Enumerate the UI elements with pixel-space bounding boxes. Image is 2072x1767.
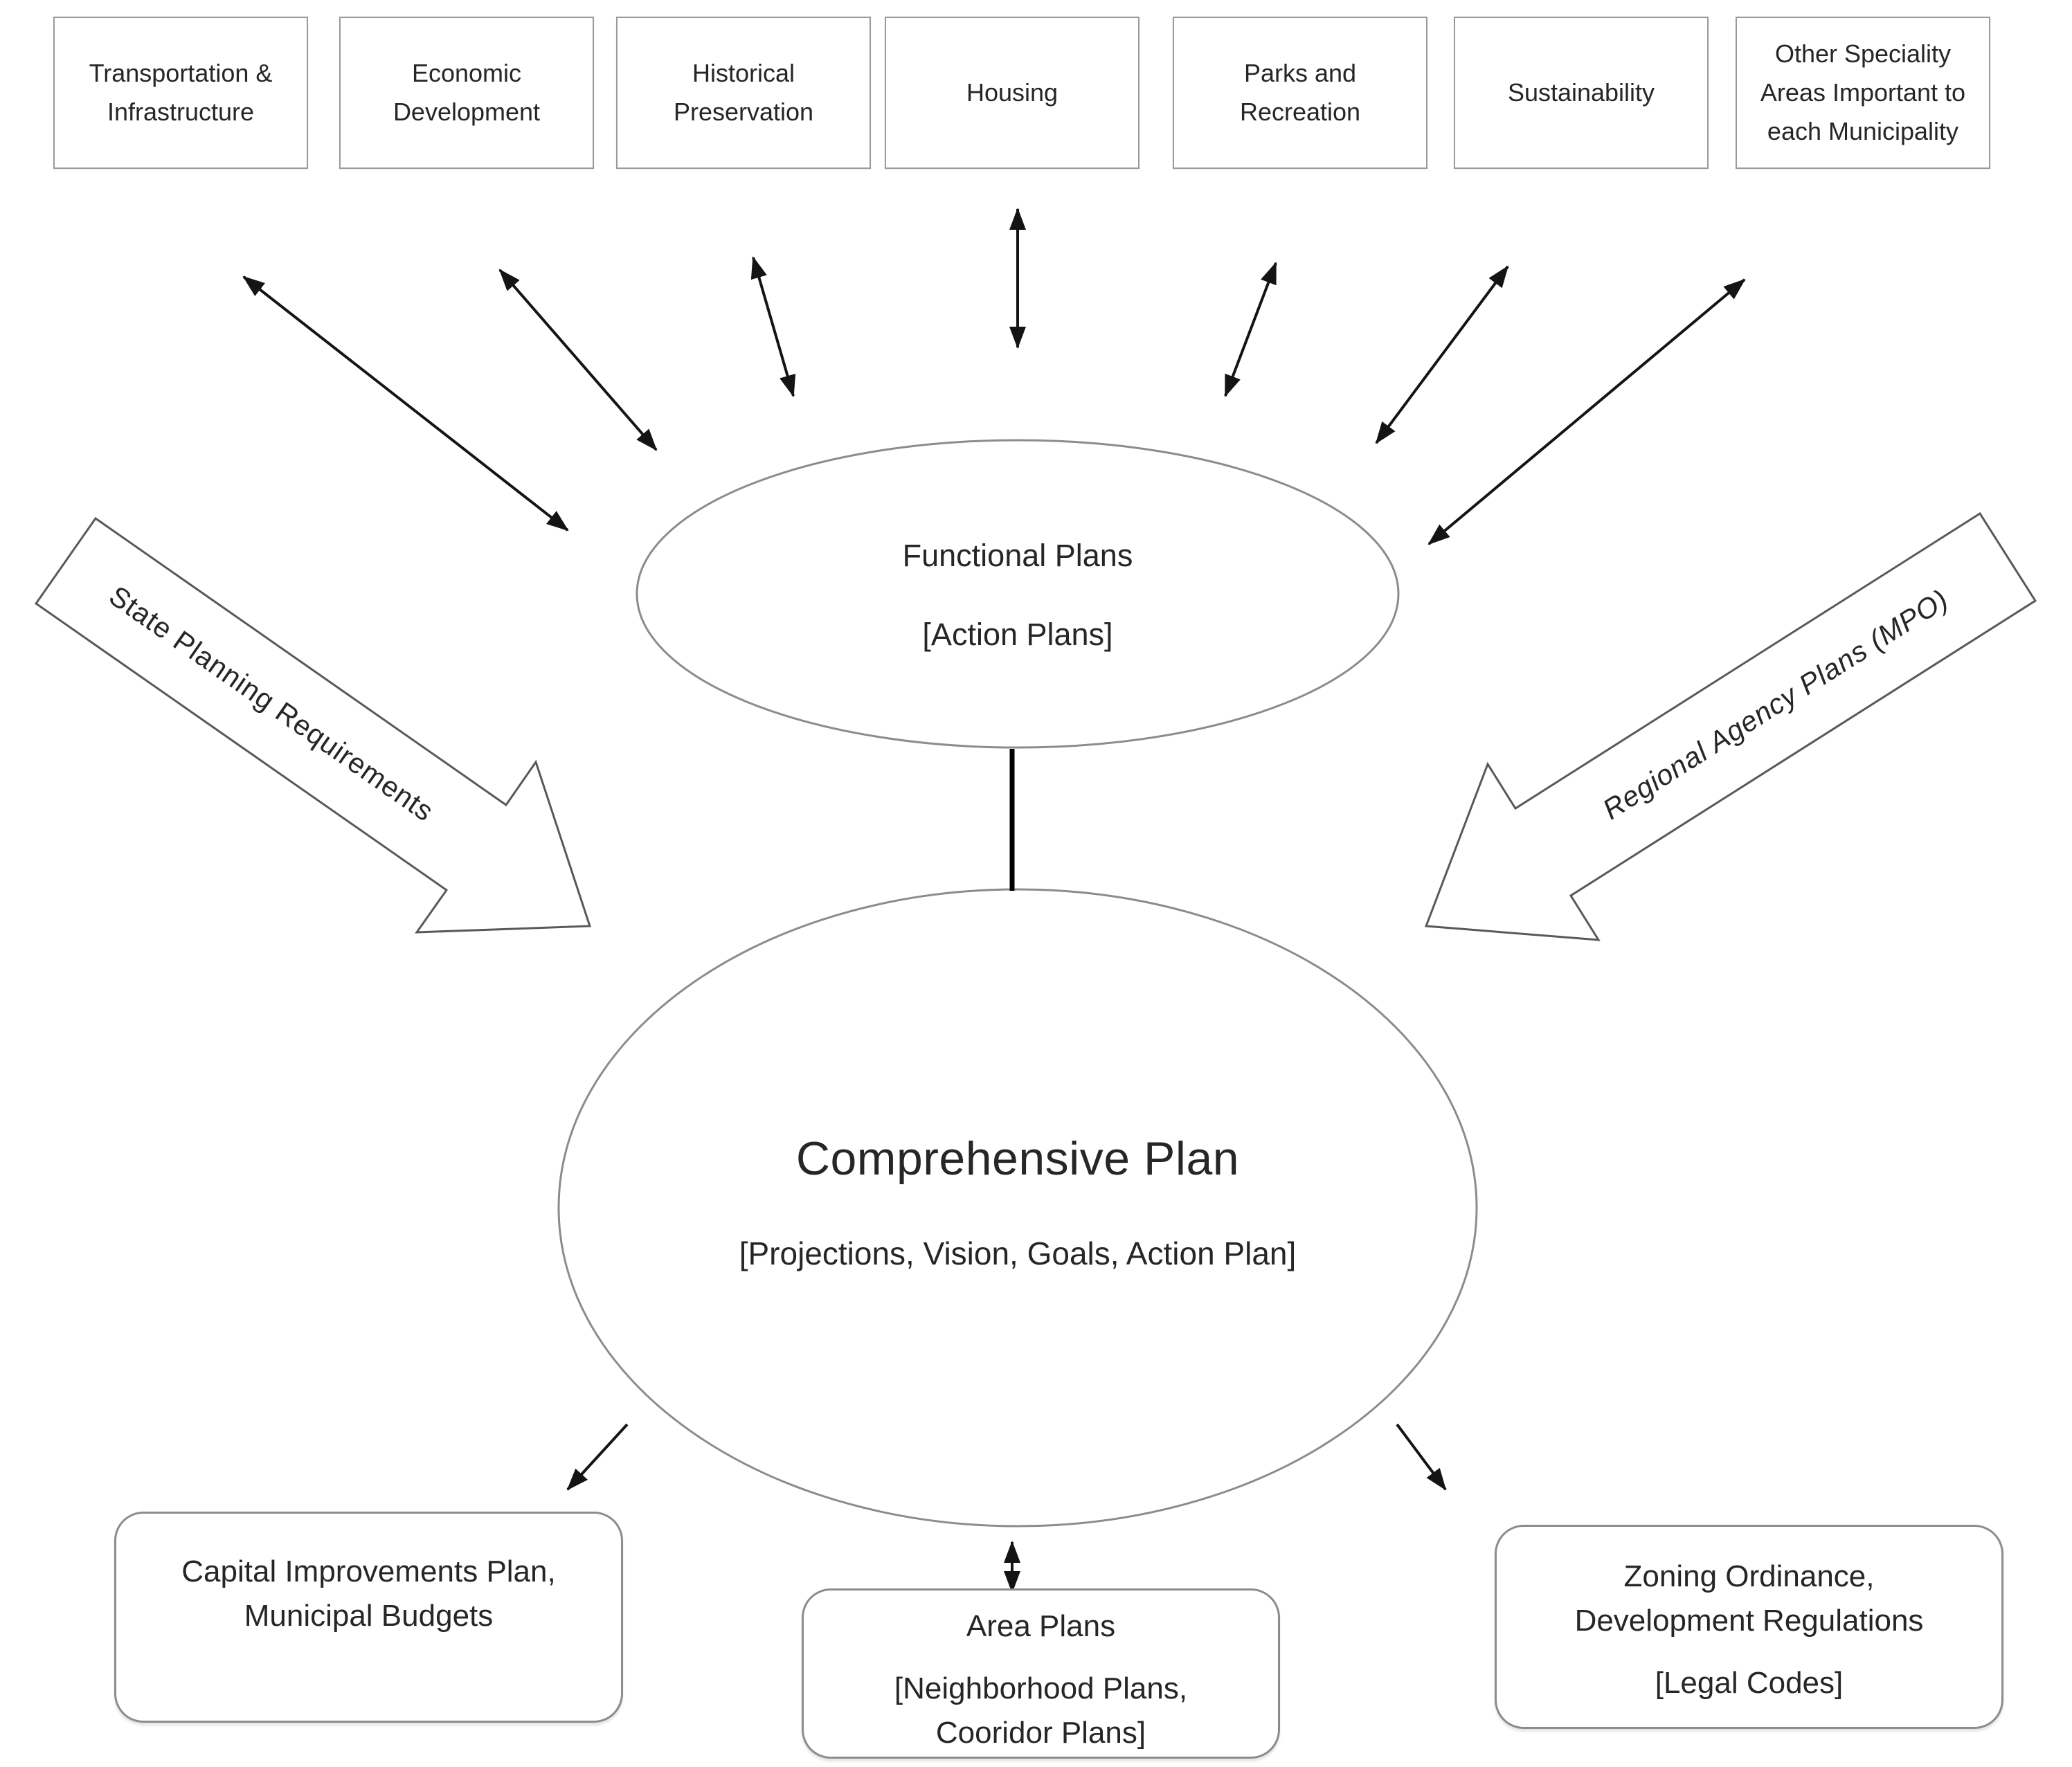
box-transportation-infrastructure: Transportation & Infrastructure xyxy=(53,17,308,169)
area-plans-title: Area Plans xyxy=(966,1609,1116,1643)
regional-agency-block-arrow xyxy=(1424,511,2037,941)
zoning-ordinance-title: Zoning Ordinance, Development Regulation… xyxy=(1574,1559,1924,1638)
box-area-plans: Area Plans [Neighborhood Plans, Cooridor… xyxy=(802,1588,1280,1759)
box-parks-recreation: Parks and Recreation xyxy=(1173,17,1427,169)
arrow-to-capital-improvements xyxy=(566,1423,629,1491)
box-historical-preservation: Historical Preservation xyxy=(616,17,871,169)
box-zoning-ordinance: Zoning Ordinance, Development Regulation… xyxy=(1495,1525,2003,1729)
comprehensive-plan-title: Comprehensive Plan xyxy=(795,1132,1240,1185)
double-arrow-historical xyxy=(750,256,796,397)
comprehensive-plan-subtitle: [Projections, Vision, Goals, Action Plan… xyxy=(739,1235,1297,1271)
capital-improvements-title: Capital Improvements Plan, Municipal Bud… xyxy=(181,1555,556,1633)
box-economic-development: Economic Development xyxy=(339,17,594,169)
box-other-speciality-areas: Other Speciality Areas Important to each… xyxy=(1736,17,1990,169)
double-arrow-parks xyxy=(1224,262,1277,397)
functional-plans-ellipse xyxy=(636,439,1400,749)
box-capital-improvements: Capital Improvements Plan, Municipal Bud… xyxy=(114,1512,623,1723)
double-arrow-sustainability xyxy=(1375,265,1509,444)
box-housing: Housing xyxy=(885,17,1139,169)
functional-plan-link-arrows xyxy=(242,208,1746,545)
state-planning-block-arrow xyxy=(34,516,592,934)
double-arrow-transportation xyxy=(242,275,569,532)
area-plans-subtitle: [Neighborhood Plans, Cooridor Plans] xyxy=(894,1671,1188,1750)
comprehensive-plan-label-group: Comprehensive Plan [Projections, Vision,… xyxy=(559,1031,1477,1377)
box-sustainability: Sustainability xyxy=(1454,17,1709,169)
functional-plans-title: Functional Plans xyxy=(902,538,1133,573)
functional-plans-label-group: Functional Plans [Action Plans] xyxy=(637,457,1398,734)
zoning-ordinance-subtitle: [Legal Codes] xyxy=(1655,1665,1844,1700)
comprehensive-plan-ellipse xyxy=(557,888,1478,1528)
arrow-to-zoning xyxy=(1396,1423,1447,1491)
double-arrow-economic xyxy=(498,269,658,451)
functional-plans-subtitle: [Action Plans] xyxy=(922,617,1113,652)
double-arrow-other-areas xyxy=(1427,278,1746,545)
comprehensive-plan-output-arrows xyxy=(566,1423,1447,1593)
